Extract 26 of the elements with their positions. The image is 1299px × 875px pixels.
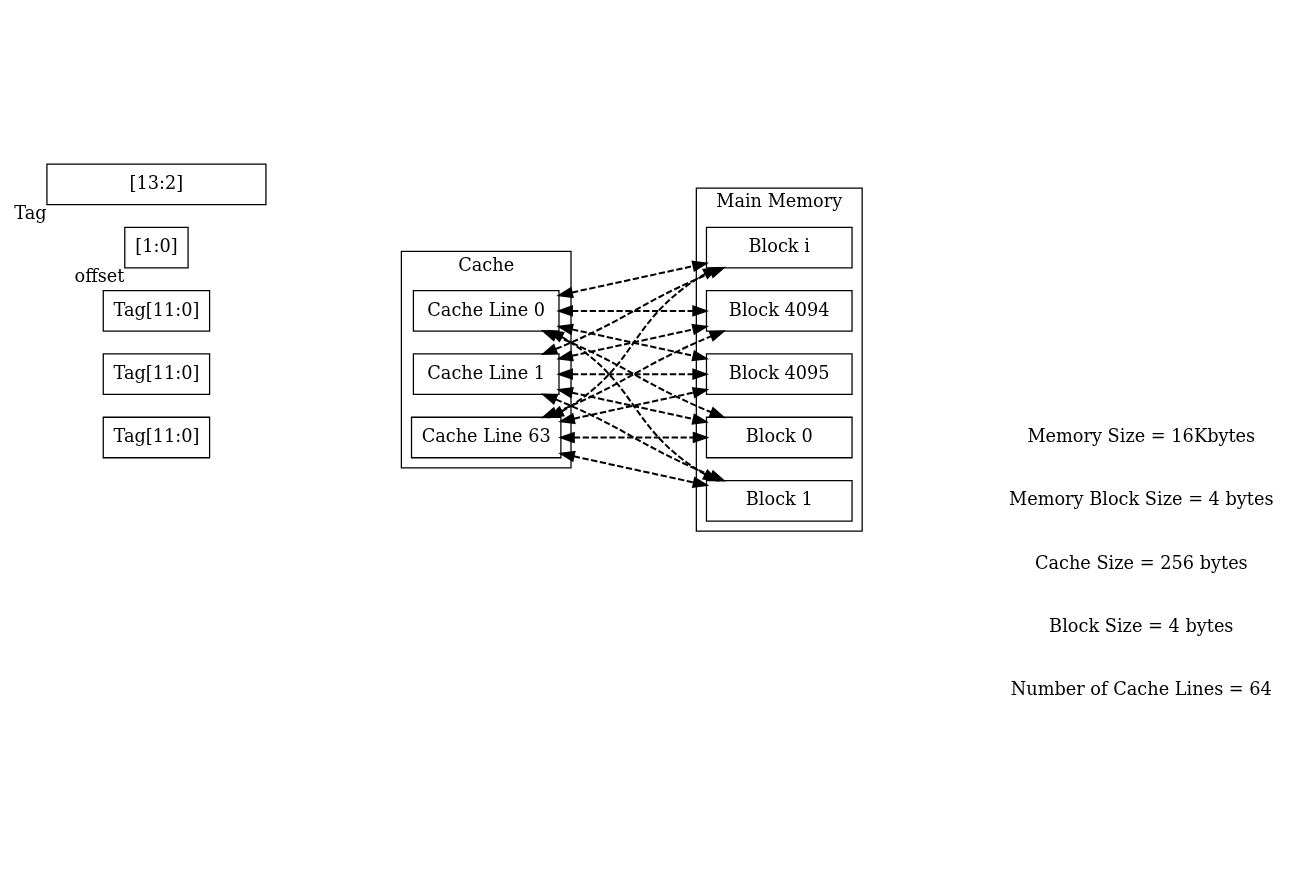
node-box: Block 1 [705, 479, 853, 522]
arrow [558, 450, 710, 488]
arrow [556, 305, 710, 317]
node-box: Cache Line 0 [412, 290, 560, 332]
arrow [556, 323, 709, 362]
node-box: Tag[11:0] [102, 353, 211, 396]
label: Memory Size = 16Kbytes [1027, 426, 1256, 447]
label: Cache Size = 256 bytes [1034, 552, 1248, 573]
label: Memory Block Size = 4 bytes [1009, 489, 1274, 510]
node-box: Block 0 [705, 416, 853, 459]
node-box: [1:0] [124, 226, 189, 269]
arrow [556, 260, 709, 299]
node-box: Block i [705, 226, 853, 269]
node-box: Block 4094 [705, 290, 853, 332]
arrow [558, 431, 710, 444]
node-label: offset [74, 266, 125, 287]
label: Block Size = 4 bytes [1049, 616, 1234, 637]
node-box: Tag[11:0] [102, 416, 211, 459]
label: Number of Cache Lines = 64 [1010, 679, 1272, 700]
node-box: Block 4095 [705, 353, 853, 396]
node-box: Tag[11:0] [102, 290, 211, 332]
node-label: Tag [14, 202, 47, 223]
node-box: [13:2] [46, 163, 267, 206]
arrow [556, 368, 710, 381]
node-box: Cache Line 63 [410, 416, 562, 459]
node-box: Cache Line 1 [412, 353, 560, 396]
